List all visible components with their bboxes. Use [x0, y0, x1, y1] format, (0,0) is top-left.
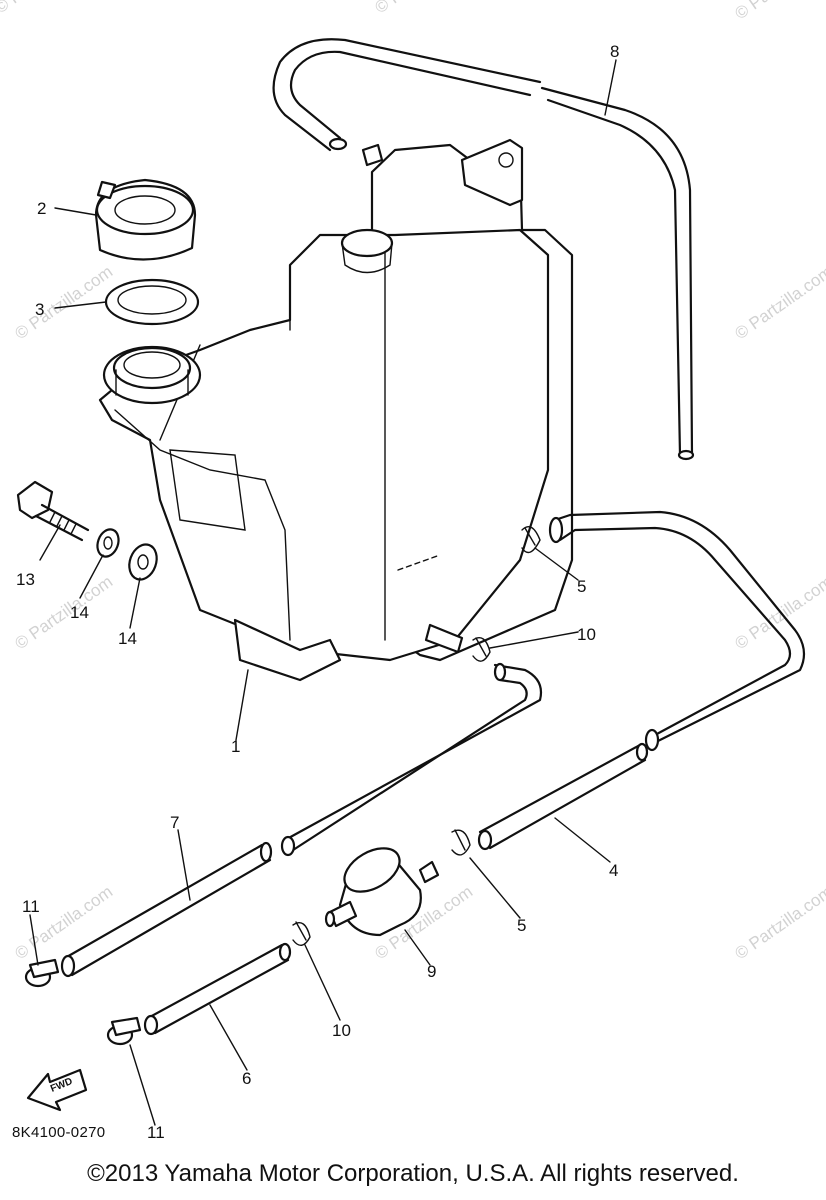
callout-9: 9: [427, 962, 436, 981]
overflow-hose[interactable]: [272, 38, 695, 461]
diagram-code: 8K4100-0270: [12, 1124, 106, 1141]
watermark: © Partzilla.com: [731, 0, 826, 23]
callout-14: 14: [118, 629, 137, 648]
watermark: © Partzilla.com: [0, 0, 96, 17]
callout-13: 14: [70, 603, 89, 622]
callout-2: 2: [37, 199, 46, 218]
callout-3: 3: [35, 300, 44, 319]
washer[interactable]: [125, 541, 162, 584]
callout-labels: 2 3 8 13 14 14 1 5 10 4 7 5 9 10 6 11 11: [16, 42, 619, 1142]
callout-11-lower: 11: [147, 1123, 165, 1142]
watermark: © Partzilla.com: [731, 882, 826, 963]
callout-11-upper: 11: [22, 897, 40, 916]
watermark: © Partzilla.com: [731, 572, 826, 653]
forward-arrow-icon: FWD: [26, 1068, 88, 1112]
callout-5-lower: 5: [517, 916, 526, 935]
callout-4: 4: [609, 861, 618, 880]
callout-6: 6: [242, 1069, 251, 1088]
washer[interactable]: [94, 526, 122, 559]
leader-lines: [29, 59, 617, 1126]
hose-clip[interactable]: [521, 526, 541, 554]
fuel-filter[interactable]: [324, 839, 440, 937]
reservoir-cap[interactable]: [94, 178, 197, 261]
hose-clamp[interactable]: [106, 1016, 142, 1046]
callout-12: 13: [16, 570, 35, 589]
callout-5-upper: 5: [577, 577, 586, 596]
mounting-bolt[interactable]: [16, 480, 90, 542]
watermark: © Partzilla.com: [371, 0, 476, 17]
return-hose[interactable]: [477, 510, 806, 851]
hose-clamp[interactable]: [24, 958, 60, 988]
callout-8: 8: [610, 42, 619, 61]
callout-10-lower: 10: [332, 1021, 351, 1040]
supply-hose[interactable]: [60, 662, 543, 978]
filter-hose[interactable]: [143, 942, 292, 1036]
watermark: © Partzilla.com: [11, 882, 116, 963]
copyright-notice: ©2013 Yamaha Motor Corporation, U.S.A. A…: [87, 1160, 739, 1187]
hose-clip[interactable]: [472, 637, 491, 662]
hose-clip[interactable]: [451, 829, 471, 856]
cap-gasket[interactable]: [104, 278, 200, 326]
callout-1: 1: [231, 737, 240, 756]
callout-7: 7: [170, 813, 179, 832]
callout-10-upper: 10: [577, 625, 596, 644]
watermark: © Partzilla.com: [731, 262, 826, 343]
reservoir-tank[interactable]: [98, 138, 574, 682]
hose-clip[interactable]: [292, 921, 311, 946]
